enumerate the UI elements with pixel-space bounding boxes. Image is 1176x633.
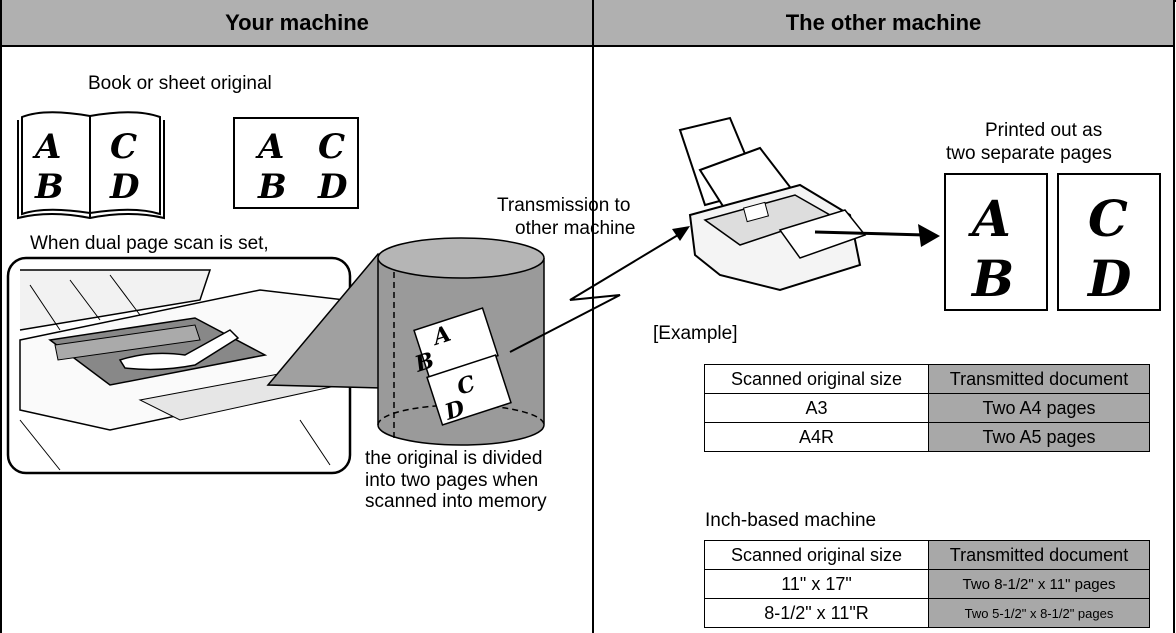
table-cell: Two A5 pages <box>928 422 1150 452</box>
table-header-cell: Transmitted document <box>928 364 1150 394</box>
divided-line-1: the original is divided <box>365 448 543 469</box>
table-header-row: Scanned original size Transmitted docume… <box>704 540 1150 570</box>
table-cell: 8-1/2" x 11"R <box>704 598 929 628</box>
printed-page-2 <box>1057 173 1161 311</box>
svg-text:A: A <box>968 189 1011 248</box>
memory-cylinder <box>377 237 545 446</box>
open-book-icon <box>17 111 165 220</box>
svg-text:A: A <box>255 127 284 167</box>
svg-text:B: B <box>970 249 1014 308</box>
transmission-line <box>509 234 679 353</box>
divided-line-2: into two pages when <box>365 470 539 491</box>
table-row: 11" x 17" Two 8-1/2" x 11" pages <box>704 569 1150 599</box>
table-row: A3 Two A4 pages <box>704 393 1150 423</box>
table-cell: Two 8-1/2" x 11" pages <box>928 569 1150 599</box>
svg-text:D: D <box>109 167 140 207</box>
transmission-line-2: other machine <box>515 218 636 239</box>
svg-text:C: C <box>110 127 137 167</box>
printed-line-2: two separate pages <box>946 143 1112 164</box>
example-label: [Example] <box>653 323 738 344</box>
svg-text:B: B <box>34 167 64 207</box>
fax-machine-icon <box>678 116 867 292</box>
printed-line-1: Printed out as <box>985 120 1103 141</box>
inch-based-label: Inch-based machine <box>705 510 877 531</box>
svg-text:C: C <box>1088 189 1128 248</box>
svg-text:C: C <box>318 127 345 167</box>
inch-table: Scanned original size Transmitted docume… <box>704 540 1150 628</box>
header-other-machine: The other machine <box>594 0 1173 47</box>
transmission-arrowhead <box>672 226 690 241</box>
printed-letters: AB CD <box>968 189 1131 308</box>
table-header-cell: Scanned original size <box>704 364 929 394</box>
output-arrow <box>918 224 940 247</box>
table-header-cell: Transmitted document <box>928 540 1150 570</box>
table-row: 8-1/2" x 11"R Two 5-1/2" x 8-1/2" pages <box>704 598 1150 628</box>
svg-text:D: D <box>317 167 348 207</box>
svg-text:B: B <box>257 167 287 207</box>
table-header-row: Scanned original size Transmitted docume… <box>704 364 1150 394</box>
svg-text:D: D <box>1086 249 1131 308</box>
header-your-machine: Your machine <box>2 0 592 47</box>
book-letters: A C B D <box>32 127 140 207</box>
sheet-original <box>233 117 359 209</box>
svg-text:A: A <box>32 127 61 167</box>
printed-page-1 <box>944 173 1048 311</box>
book-label: Book or sheet original <box>88 73 272 94</box>
table-header-cell: Scanned original size <box>704 540 929 570</box>
table-cell: A4R <box>704 422 929 452</box>
divided-line-3: scanned into memory <box>365 491 547 512</box>
table-cell: 11" x 17" <box>704 569 929 599</box>
metric-table: Scanned original size Transmitted docume… <box>704 364 1150 452</box>
table-cell: A3 <box>704 393 929 423</box>
table-row: A4R Two A5 pages <box>704 422 1150 452</box>
table-cell: Two A4 pages <box>928 393 1150 423</box>
transmission-line-1: Transmission to <box>497 195 631 216</box>
dual-scan-label: When dual page scan is set, <box>30 233 269 254</box>
table-cell: Two 5-1/2" x 8-1/2" pages <box>928 598 1150 628</box>
